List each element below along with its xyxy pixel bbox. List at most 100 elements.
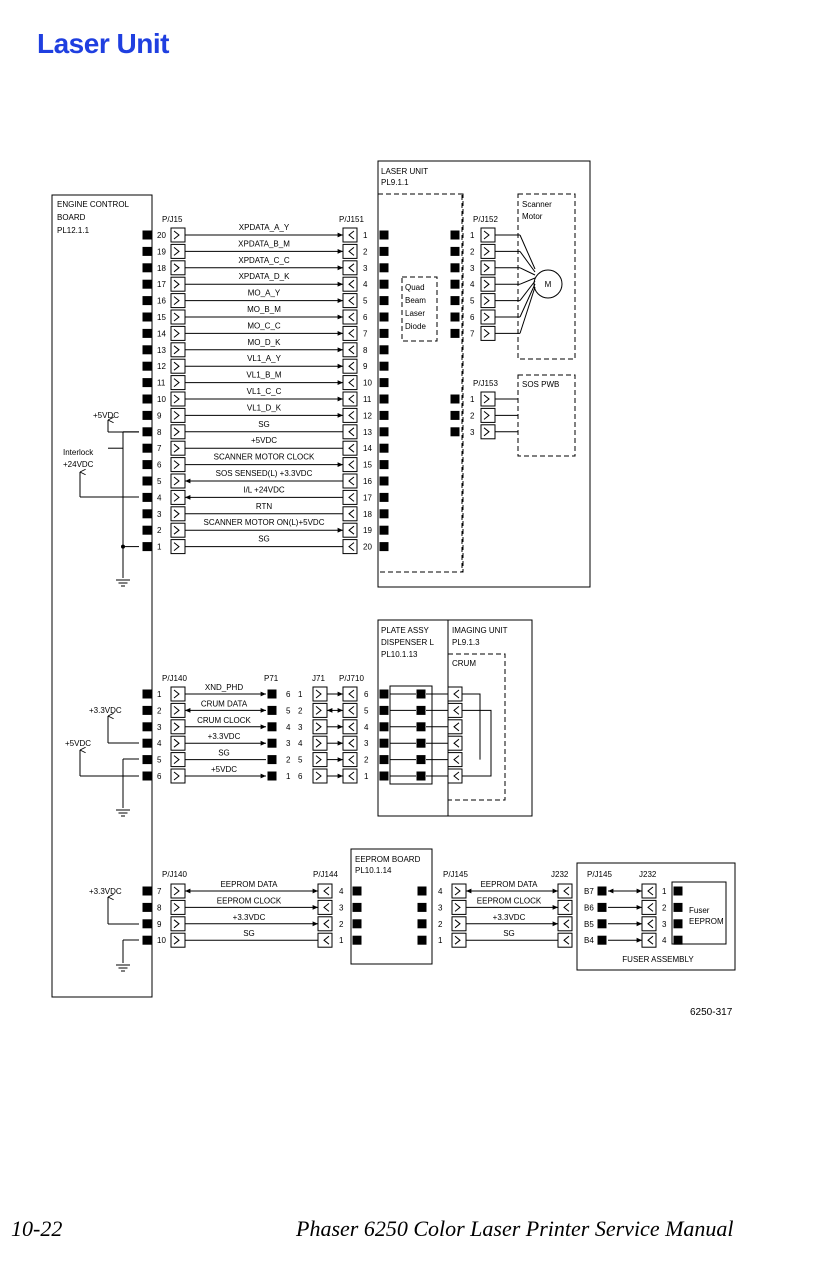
pin-square: [416, 738, 426, 748]
pin-square: [379, 542, 389, 552]
pin-chevron: [563, 886, 570, 896]
pin-frame: [451, 916, 467, 932]
pin-frame: [312, 752, 328, 768]
pin-chevron: [173, 738, 180, 748]
pin-chevron: [315, 755, 322, 764]
pin-square: [142, 328, 152, 338]
pin-chevron: [173, 427, 180, 437]
pin-chevron: [173, 525, 180, 535]
pin-frame: [170, 883, 186, 899]
pin-number: 2: [364, 756, 369, 765]
pin-frame: [480, 276, 496, 292]
quad-diode-label: Beam: [405, 296, 426, 305]
pin-number: 5: [363, 297, 368, 306]
pin-chevron: [454, 935, 461, 945]
eeprom-board-label: PL10.1.14: [355, 866, 392, 875]
pin-number: 1: [470, 395, 475, 404]
pin-number: 1: [662, 887, 667, 896]
pin-number: 6: [157, 461, 162, 470]
signal-label: +3.3VDC: [208, 732, 241, 741]
pin-number: 6: [298, 772, 303, 781]
laser-unit-divider: [461, 193, 464, 573]
pin-square: [379, 705, 389, 715]
signal-label: XPDATA_B_M: [238, 239, 290, 248]
connector-label: P/J153: [473, 379, 498, 388]
pin-number: 3: [298, 723, 303, 732]
pin-chevron: [348, 263, 355, 273]
pin-number: 14: [157, 329, 166, 338]
signal-label: VL1_C_C: [247, 387, 282, 396]
pin-chevron: [173, 689, 180, 699]
pin-chevron: [647, 935, 654, 945]
pin-number: 5: [364, 706, 369, 715]
pin-square: [673, 902, 683, 912]
pin-square: [379, 722, 389, 732]
signal-label: +5VDC: [251, 436, 277, 445]
pin-chevron: [483, 263, 490, 273]
pin-number: 14: [363, 444, 372, 453]
pin-square: [142, 378, 152, 388]
pin-square: [267, 771, 277, 781]
pin-frame: [447, 686, 463, 702]
sos-pwb-label: SOS PWB: [522, 380, 559, 389]
pin-number: B4: [584, 936, 594, 945]
pin-square: [379, 246, 389, 256]
pin-frame: [641, 883, 657, 899]
pin-number: 16: [363, 477, 372, 486]
pin-number: 9: [157, 411, 162, 420]
pin-chevron: [348, 296, 355, 305]
pin-frame: [170, 768, 186, 784]
signal-label: XPDATA_D_K: [239, 272, 290, 281]
pin-square: [450, 279, 460, 289]
pin-frame: [170, 407, 186, 423]
pin-frame: [342, 702, 358, 718]
pin-square: [267, 755, 277, 765]
pin-chevron: [173, 493, 180, 502]
pin-number: 15: [157, 313, 166, 322]
connector-label: P/J145: [443, 870, 468, 879]
signal-label: XND_PHD: [205, 683, 243, 692]
pin-chevron: [173, 722, 180, 732]
pin-square: [416, 722, 426, 732]
pin-square: [142, 886, 152, 896]
pin-number: 8: [157, 428, 162, 437]
pin-chevron: [453, 722, 460, 732]
pin-square: [142, 394, 152, 404]
pin-square: [379, 476, 389, 486]
pin-frame: [451, 899, 467, 915]
pin-chevron: [563, 919, 570, 929]
pin-number: 1: [298, 690, 303, 699]
pin-square: [450, 230, 460, 240]
pin-number: 5: [286, 706, 291, 715]
pin-square: [416, 689, 426, 699]
pin-chevron: [173, 886, 180, 896]
pin-chevron: [348, 706, 355, 715]
pin-chevron: [173, 247, 180, 256]
pin-square: [673, 919, 683, 929]
pin-number: 1: [363, 231, 368, 240]
pin-chevron: [348, 755, 355, 764]
pin-square: [142, 296, 152, 306]
motor-wire: [519, 277, 536, 285]
laser-unit-box: [377, 160, 591, 588]
interlock-label: Interlock: [63, 448, 94, 457]
motor-wire: [519, 280, 536, 301]
pin-square: [142, 525, 152, 535]
pin-frame: [342, 227, 358, 243]
pin-square: [379, 460, 389, 470]
pin-frame: [557, 916, 573, 932]
pin-number: B7: [584, 887, 594, 896]
pin-frame: [170, 342, 186, 358]
pin-frame: [342, 522, 358, 538]
pin-frame: [342, 243, 358, 259]
pin-number: 18: [157, 264, 166, 273]
signal-label: MO_A_Y: [248, 289, 281, 298]
motor-wire: [519, 283, 536, 318]
pin-frame: [557, 883, 573, 899]
pin-number: 2: [470, 411, 475, 420]
pin-square: [352, 935, 362, 945]
pin-square: [597, 902, 607, 912]
pin-frame: [342, 440, 358, 456]
pin-number: 3: [470, 428, 475, 437]
signal-label: SOS SENSED(L) +3.3VDC: [216, 469, 313, 478]
